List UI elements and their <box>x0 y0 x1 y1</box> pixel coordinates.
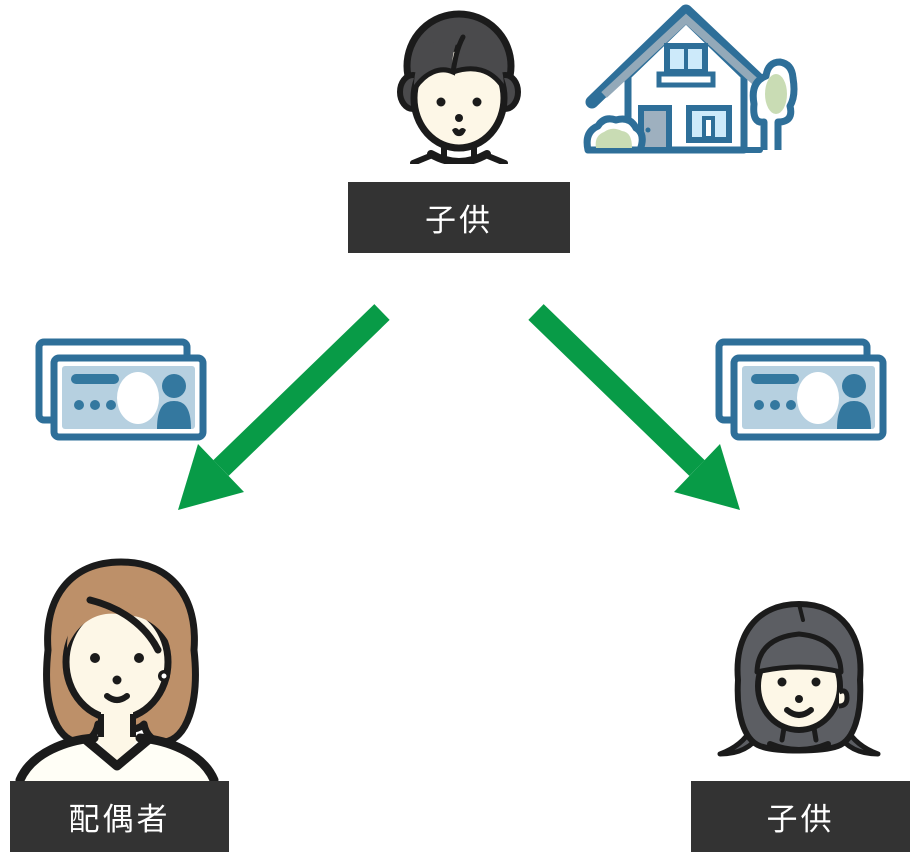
spouse-node-label-text: 配偶者 <box>68 802 171 837</box>
arrow-down-left-icon <box>178 304 390 510</box>
child-node-label-text: 子供 <box>766 802 835 837</box>
woman-face-icon <box>15 558 219 782</box>
child-face-icon <box>397 10 521 164</box>
banknotes-icon <box>35 338 207 441</box>
top-node-label: 子供 <box>348 182 570 253</box>
spouse-node-label: 配偶者 <box>10 781 229 852</box>
house-icon <box>583 4 798 154</box>
arrow-down-right-icon <box>528 304 740 510</box>
banknotes-icon <box>715 338 887 441</box>
girl-face-icon <box>717 601 881 757</box>
top-node-label-text: 子供 <box>425 203 493 238</box>
child-node-label: 子供 <box>691 781 910 852</box>
